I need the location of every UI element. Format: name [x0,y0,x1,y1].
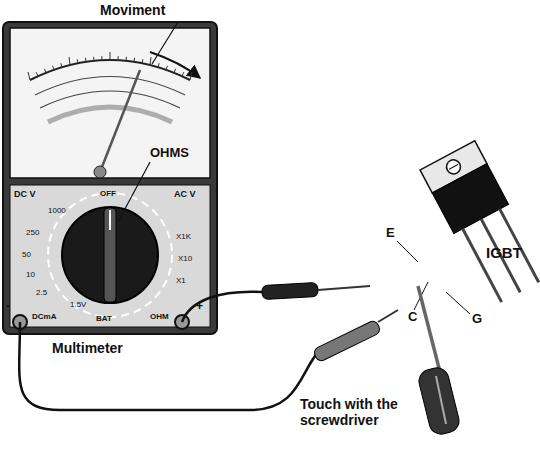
red-probe [312,319,381,362]
callout-label: Moviment [100,2,165,18]
black-lead [182,292,262,322]
selector-dial [62,207,158,303]
dial-marking: BAT [96,314,112,323]
scale-tick [36,72,38,76]
terminal-sign: - [6,300,10,314]
part-label: IGBT [486,244,522,261]
scale-tick [93,57,94,61]
red-lead [19,322,320,410]
scale-tick [126,57,127,61]
dial-marking: 1000 [48,206,66,215]
scale-tick [77,59,79,63]
dial-marking: X1K [176,232,191,241]
black-probe [262,283,319,300]
igbt-package [420,141,540,307]
needle [100,70,140,172]
screwdriver-handle [416,365,461,436]
pin-name: C [406,310,419,325]
pin-name: G [470,312,484,327]
dial-marking: OFF [100,189,116,198]
scale-tick [134,58,136,62]
dial-marking: DC V [14,189,36,199]
callout-label: OHMS [150,146,189,161]
leader-line [152,22,178,64]
dial-marking: 1.5V [70,300,86,309]
meter-window [10,28,210,178]
screwdriver-shaft [418,286,440,372]
dial-marking: X10 [178,254,192,263]
scale-tick [142,59,144,63]
pin-name: E [384,226,397,241]
scale-tick [53,66,54,70]
dial-marking: DCmA [32,312,56,321]
scale-tick [110,52,111,60]
dial-marking: 50 [22,250,31,259]
scale-tick [118,56,119,60]
scale-tick [61,63,62,67]
scale-tick [44,69,46,73]
scale-tick [28,72,30,80]
device-label: Multimeter [52,340,123,356]
scale-tick [150,57,151,65]
dial-marking: 2.5 [36,288,47,297]
instruction-note: Touch with the screwdriver [300,396,460,428]
dial-marking: 250 [26,228,39,237]
dial-marking: OHM [150,312,169,321]
scale-tick [69,57,70,65]
dial-marking: AC V [174,189,196,199]
dial-marking: X1 [176,276,186,285]
scale-tick [158,63,159,67]
scale-tick [174,69,176,73]
scale-tick [190,72,192,80]
scale-tick [182,72,184,76]
dial-marking: 10 [26,270,35,279]
scale-tick [85,58,87,62]
scale-tick [166,66,167,70]
multimeter-body [3,22,217,334]
scale-tick [101,56,102,60]
terminal-sign: + [196,300,203,314]
